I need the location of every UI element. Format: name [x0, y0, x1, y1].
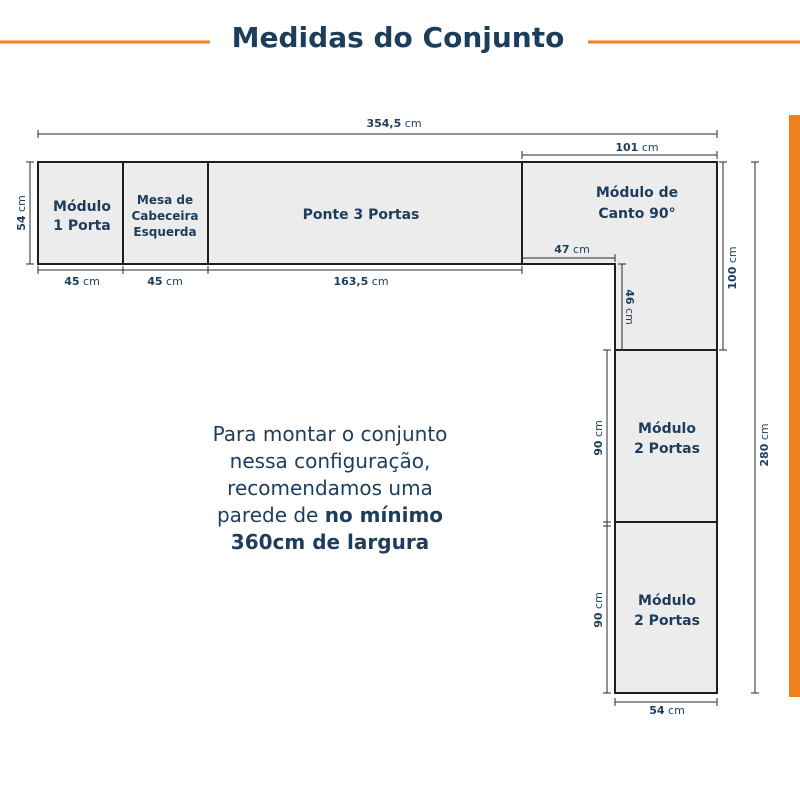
- label-m2b-line1: Módulo: [638, 593, 696, 609]
- label-m1-line1: Módulo: [53, 199, 111, 215]
- dim-canto-inner-depth: 46 cm: [623, 289, 636, 325]
- dim-total-height: 280 cm: [758, 423, 771, 466]
- dim-canto-width: 101 cm: [615, 141, 658, 154]
- module-mesa-cabeceira: [122, 161, 209, 265]
- dim-mesa-width: 45 cm: [147, 275, 183, 288]
- label-mesa-line2: Cabeceira: [131, 209, 198, 223]
- note-line-1: Para montar o conjunto: [213, 422, 448, 446]
- label-canto-line2: Canto 90°: [598, 206, 675, 222]
- page-title: Medidas do Conjunto: [232, 21, 565, 54]
- label-mesa-line1: Mesa de: [137, 193, 193, 207]
- note-line-5: 360cm de largura: [231, 530, 429, 554]
- dim-total-width: 354,5 cm: [366, 117, 421, 130]
- dim-canto-height: 100 cm: [726, 246, 739, 289]
- dim-bottom-width: 54 cm: [649, 704, 685, 717]
- label-m2b-line2: 2 Portas: [634, 613, 700, 629]
- note-line-3: recomendamos uma: [227, 476, 433, 500]
- dim-depth-left: 54 cm: [15, 195, 28, 231]
- dim-canto-inner-width: 47 cm: [554, 243, 590, 256]
- label-m1-line2: 1 Porta: [53, 218, 111, 234]
- dim-m1-width: 45 cm: [64, 275, 100, 288]
- dim-m2a-height: 90 cm: [592, 420, 605, 456]
- module-1-porta: [37, 161, 124, 265]
- label-mesa-line3: Esquerda: [133, 225, 196, 239]
- label-canto-line1: Módulo de: [596, 185, 678, 201]
- module-2-portas-bottom: [614, 521, 718, 694]
- dim-ponte-width: 163,5 cm: [333, 275, 388, 288]
- note-line-4: parede de no mínimo: [217, 503, 443, 527]
- label-m2a-line2: 2 Portas: [634, 441, 700, 457]
- module-ponte-3-portas: [207, 161, 523, 265]
- note-line-2: nessa configuração,: [230, 449, 431, 473]
- accent-bar: [789, 115, 800, 697]
- label-m2a-line1: Módulo: [638, 421, 696, 437]
- dim-m2b-height: 90 cm: [592, 592, 605, 628]
- label-ponte: Ponte 3 Portas: [303, 207, 420, 223]
